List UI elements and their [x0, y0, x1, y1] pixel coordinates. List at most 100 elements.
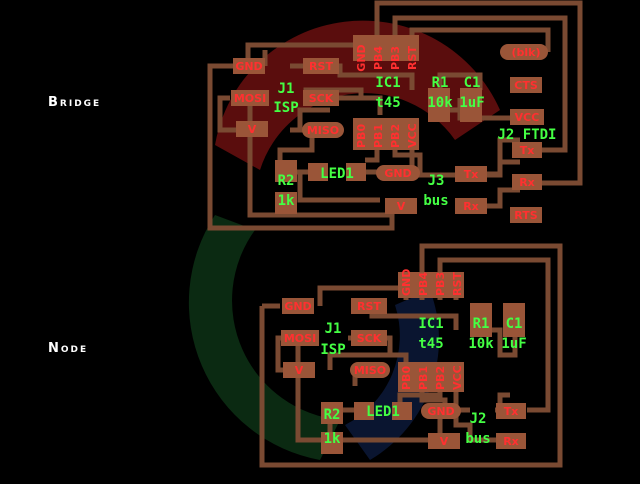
bridge-label-v1: V: [248, 123, 257, 136]
bridge-label-rx: Rx: [519, 176, 535, 189]
bridge-label-rst: RST: [309, 60, 333, 73]
bridge-led-pad-b: [346, 163, 366, 181]
bridge-label-gnd: GND: [235, 60, 262, 73]
bridge-label-r1-value: 10k: [427, 95, 453, 111]
node-label-v2: V: [440, 435, 449, 448]
bridge-pad-rst: [303, 58, 339, 74]
bridge-board: GND RST MOSI SCK V MISO (blk) CTS VCC Tx…: [207, 0, 583, 231]
bridge-label-rts: RTS: [514, 209, 537, 222]
node-pad-rx: [496, 433, 526, 449]
node-label-j1: J1: [325, 321, 342, 337]
bridge-pin-bottom-3: PB2: [389, 124, 402, 148]
bridge-pad-rx: [512, 174, 542, 190]
node-label-rst: RST: [357, 300, 381, 313]
bridge-pin-top-2: PB4: [372, 46, 385, 70]
bridge-label-miso: MISO: [307, 124, 339, 137]
node-label-c1-value: 1uF: [501, 336, 526, 352]
bridge-component-labels: J1 ISP IC1 t45 R1 10k C1 1uF J2 FTDI R2 …: [273, 75, 556, 209]
bridge-label-gnd2: GND: [384, 167, 411, 180]
node-label-miso: MISO: [354, 364, 386, 377]
node-label-mosi: MOSI: [284, 332, 316, 345]
bridge-pad-rts: [510, 207, 542, 223]
bridge-label-r2-value: 1k: [278, 193, 295, 209]
bridge-label-r2: R2: [278, 173, 295, 189]
section-label-bridge: Bridge: [48, 95, 102, 110]
bridge-pad-sck: [303, 90, 339, 106]
node-label-rx: Rx: [503, 435, 519, 448]
bridge-pad-labels: GND RST MOSI SCK V MISO (blk) CTS VCC Tx…: [234, 44, 541, 222]
bridge-ic-bottom-pads: [353, 118, 419, 150]
bridge-pin-bottom-2: PB1: [372, 124, 385, 148]
bridge-pad-vcc: [510, 109, 544, 125]
node-c1-pad: [503, 303, 525, 337]
node-pin-top-1: GND: [400, 269, 413, 296]
node-r1-pad: [470, 303, 492, 337]
bridge-pad-blk: [500, 44, 548, 60]
bridge-pad-tx2: [455, 166, 487, 182]
background-logo: [188, 20, 500, 460]
node-ic-top-pads: [398, 272, 464, 298]
bridge-pad-mosi: [231, 90, 269, 106]
node-label-gnd2: GND: [427, 405, 454, 418]
node-pad-v2: [428, 433, 460, 449]
bridge-pad-miso: [302, 122, 344, 138]
bridge-label-mosi: MOSI: [234, 92, 266, 105]
node-label-r2: R2: [324, 407, 341, 423]
logo-red-arc: [215, 20, 500, 170]
bridge-pad-v2: [385, 198, 417, 214]
bridge-label-j2-ftdi: J2 FTDI: [497, 127, 556, 143]
node-label-gnd: GND: [284, 300, 311, 313]
bridge-pin-bottom-1: PB0: [355, 124, 368, 148]
bridge-r1-pad: [428, 88, 450, 122]
node-pad-labels: GND RST MOSI SCK V MISO GND V Tx Rx GND …: [284, 269, 519, 448]
bridge-pad-tx: [512, 142, 542, 158]
bridge-label-isp: ISP: [273, 100, 298, 116]
node-pin-top-3: PB3: [434, 272, 447, 296]
node-pad-v1: [283, 362, 315, 378]
node-label-sck: SCK: [357, 332, 382, 345]
bridge-led-pad-a: [308, 163, 328, 181]
bridge-label-sck: SCK: [309, 92, 334, 105]
bridge-r2-pad-bot: [275, 192, 297, 214]
bridge-pad-cts: [510, 77, 542, 93]
bridge-pad-v1: [236, 121, 268, 137]
node-label-r2-value: 1k: [324, 431, 341, 447]
section-label-node: Node: [48, 341, 89, 356]
bridge-label-j3: J3: [428, 173, 445, 189]
bridge-c1-pad: [460, 88, 482, 122]
node-component-labels: J1 ISP IC1 t45 R1 10k C1 1uF R2 1k LED1 …: [320, 316, 526, 447]
node-label-t45: t45: [418, 336, 443, 352]
bridge-pad-rx2: [455, 198, 487, 214]
node-pin-top-4: RST: [451, 272, 464, 296]
bridge-label-t45: t45: [375, 95, 400, 111]
node-label-r1-value: 10k: [468, 336, 494, 352]
node-label-j2: J2: [470, 411, 487, 427]
node-label-isp: ISP: [320, 342, 345, 358]
logo-green-arc: [188, 215, 340, 460]
bridge-label-r1: R1: [432, 75, 449, 91]
bridge-label-led: LED1: [320, 166, 354, 182]
bridge-label-j1: J1: [278, 81, 295, 97]
node-label-c1: C1: [506, 316, 523, 332]
node-pad-miso: [350, 362, 390, 378]
node-label-v1: V: [295, 364, 304, 377]
bridge-label-bus: bus: [423, 193, 448, 209]
node-pin-bottom-1: PB0: [400, 366, 413, 390]
bridge-label-tx2: Tx: [464, 168, 479, 181]
node-label-tx: Tx: [504, 405, 519, 418]
node-pad-tx: [496, 403, 526, 419]
node-ic-bottom-pads: [398, 362, 464, 392]
bridge-label-ic1: IC1: [375, 75, 400, 91]
node-pin-bottom-3: PB2: [434, 366, 447, 390]
node-pad-rst: [351, 298, 387, 314]
node-pad-gnd2: [421, 403, 461, 419]
bridge-label-c1: C1: [464, 75, 481, 91]
bridge-label-v2: V: [397, 200, 406, 213]
node-label-ic1: IC1: [418, 316, 443, 332]
node-led-pad-a: [354, 402, 374, 420]
node-pin-top-2: PB4: [417, 272, 430, 296]
node-label-led: LED1: [366, 404, 400, 420]
bridge-pin-top-3: PB3: [389, 46, 402, 70]
node-pads: [281, 272, 526, 454]
